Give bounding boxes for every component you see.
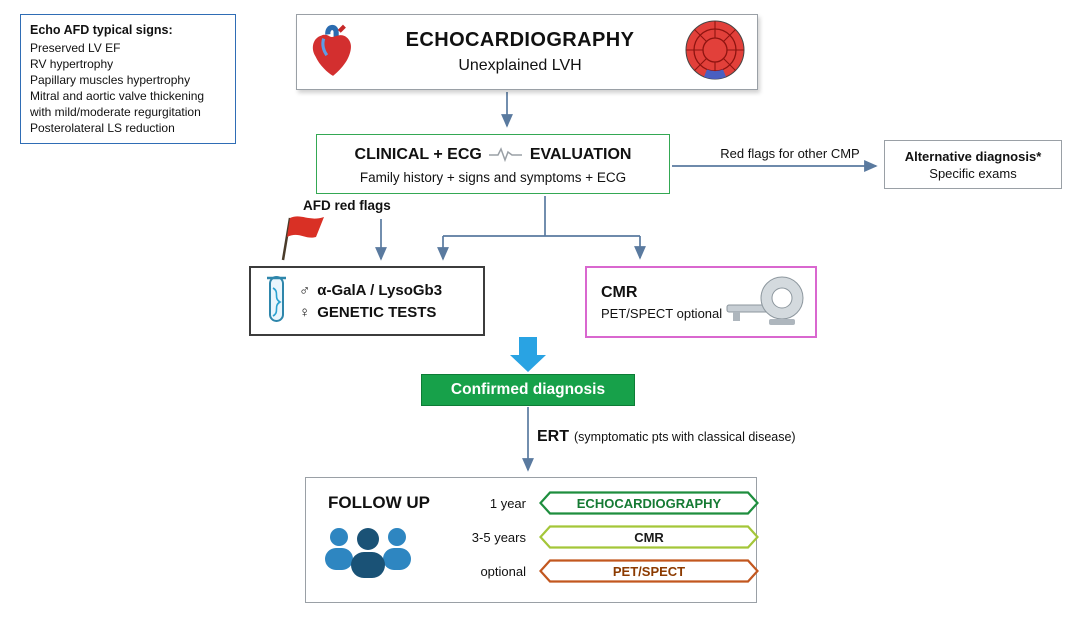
red-flag-icon xyxy=(278,212,332,269)
follow-up-row-echo: 1 year ECHOCARDIOGRAPHY xyxy=(458,491,759,515)
signs-title: Echo AFD typical signs: xyxy=(30,23,173,37)
bullseye-polar-map-icon xyxy=(683,18,747,87)
echocardiography-box: ECHOCARDIOGRAPHY Unexplained LVH xyxy=(296,14,758,90)
list-item: Mitral and aortic valve thickening with … xyxy=(30,89,205,119)
follow-up-title: FOLLOW UP xyxy=(328,493,430,512)
follow-up-row-pet: optional PET/SPECT xyxy=(458,559,759,583)
cmr-box: CMR PET/SPECT optional xyxy=(585,266,817,338)
ecg-waveform-icon xyxy=(488,144,523,167)
genetic-line2-text: GENETIC TESTS xyxy=(317,303,437,321)
follow-up-rows: 1 year ECHOCARDIOGRAPHY 3-5 years CMR op… xyxy=(458,491,759,583)
genetic-line-2: ♀ GENETIC TESTS xyxy=(299,304,442,321)
ct-scanner-icon xyxy=(725,271,805,334)
red-flags-cmp-label: Red flags for other CMP xyxy=(720,146,860,161)
big-blue-down-arrow xyxy=(510,337,546,372)
heart-icon xyxy=(307,22,357,83)
list-item: Posterolateral LS reduction xyxy=(30,121,175,135)
list-item: Papillary muscles hypertrophy xyxy=(30,73,191,87)
list-item: RV hypertrophy xyxy=(30,57,114,71)
list-item: Preserved LV EF xyxy=(30,41,121,55)
cmr-text: CMR PET/SPECT optional xyxy=(601,284,722,321)
female-symbol: ♀ xyxy=(299,303,311,321)
alt-title: Alternative diagnosis* xyxy=(904,148,1042,164)
follow-up-row-cmr: 3-5 years CMR xyxy=(458,525,759,549)
genetic-line1-text: α-GalA / LysoGb3 xyxy=(317,281,443,299)
signs-list: Preserved LV EF RV hypertrophy Papillary… xyxy=(30,40,226,136)
echo-ribbon: ECHOCARDIOGRAPHY xyxy=(539,491,759,515)
echo-title: ECHOCARDIOGRAPHY xyxy=(405,29,635,51)
ert-bold-text: ERT xyxy=(537,428,569,445)
genetic-tests-box: ♂ α-GalA / LysoGb3 ♀ GENETIC TESTS xyxy=(249,266,485,336)
alternative-diagnosis-box: Alternative diagnosis* Specific exams xyxy=(884,140,1062,189)
clinical-ecg-evaluation-box: CLINICAL + ECG EVALUATION Family history… xyxy=(316,134,670,194)
follow-up-interval-label: 3-5 years xyxy=(471,529,526,545)
clinical-title-left: CLINICAL + ECG xyxy=(354,146,482,163)
ert-note-text: (symptomatic pts with classical disease) xyxy=(574,430,796,444)
cmr-ribbon: CMR xyxy=(539,525,759,549)
genetic-text-lines: ♂ α-GalA / LysoGb3 ♀ GENETIC TESTS xyxy=(299,282,442,321)
people-group-icon xyxy=(320,524,416,589)
cmr-ribbon-label: CMR xyxy=(634,529,664,545)
follow-up-interval-label: optional xyxy=(480,563,526,579)
confirmed-diagnosis-box: Confirmed diagnosis xyxy=(421,374,635,406)
clinical-title-row: CLINICAL + ECG EVALUATION xyxy=(355,144,632,167)
follow-up-interval-label: 1 year xyxy=(489,495,526,511)
pet-spect-ribbon-label: PET/SPECT xyxy=(612,563,686,579)
afd-red-flags-label: AFD red flags xyxy=(303,198,391,213)
ert-label: ERT (symptomatic pts with classical disea… xyxy=(537,428,796,446)
test-tube-icon xyxy=(261,272,291,331)
male-symbol: ♂ xyxy=(299,281,311,299)
clinical-subtitle: Family history + signs and symptoms + EC… xyxy=(359,169,627,185)
alt-subtitle: Specific exams xyxy=(929,165,1017,181)
clinical-title-right: EVALUATION xyxy=(529,146,632,163)
follow-up-box: FOLLOW UP 1 year ECHOCARDIOGRAPHY 3-5 ye… xyxy=(305,477,759,603)
cmr-subtitle: PET/SPECT optional xyxy=(601,305,723,321)
cmr-title: CMR xyxy=(601,283,638,301)
echo-afd-signs-box: Echo AFD typical signs: Preserved LV EF … xyxy=(20,14,236,144)
echo-box-text: ECHOCARDIOGRAPHY Unexplained LVH xyxy=(357,29,683,75)
echo-ribbon-label: ECHOCARDIOGRAPHY xyxy=(576,495,722,511)
echo-subtitle: Unexplained LVH xyxy=(458,57,582,74)
genetic-line-1: ♂ α-GalA / LysoGb3 xyxy=(299,282,442,299)
pet-spect-ribbon: PET/SPECT xyxy=(539,559,759,583)
